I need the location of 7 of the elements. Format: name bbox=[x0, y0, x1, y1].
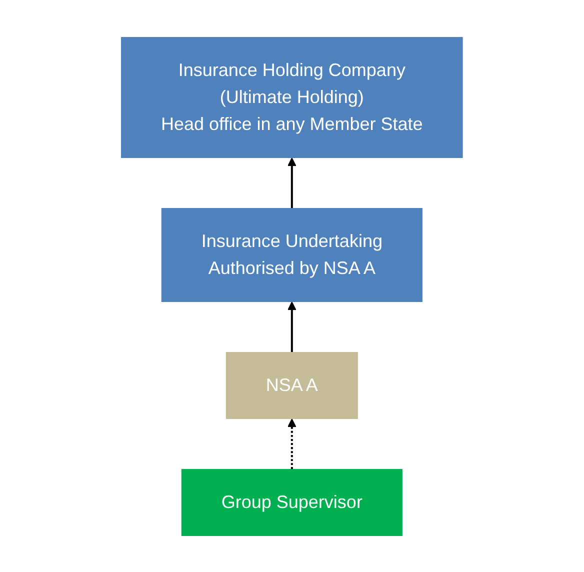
arrow bbox=[288, 157, 296, 208]
node-box: Group Supervisor bbox=[181, 468, 403, 536]
node-box: Insurance Holding Company (Ultimate Holding) Head office in any Member State bbox=[121, 36, 463, 158]
node-box: NSA A bbox=[226, 352, 358, 418]
node-box: Insurance Undertaking Authorised by NSA A bbox=[161, 208, 423, 302]
arrow bbox=[288, 418, 296, 468]
arrow bbox=[288, 301, 296, 352]
